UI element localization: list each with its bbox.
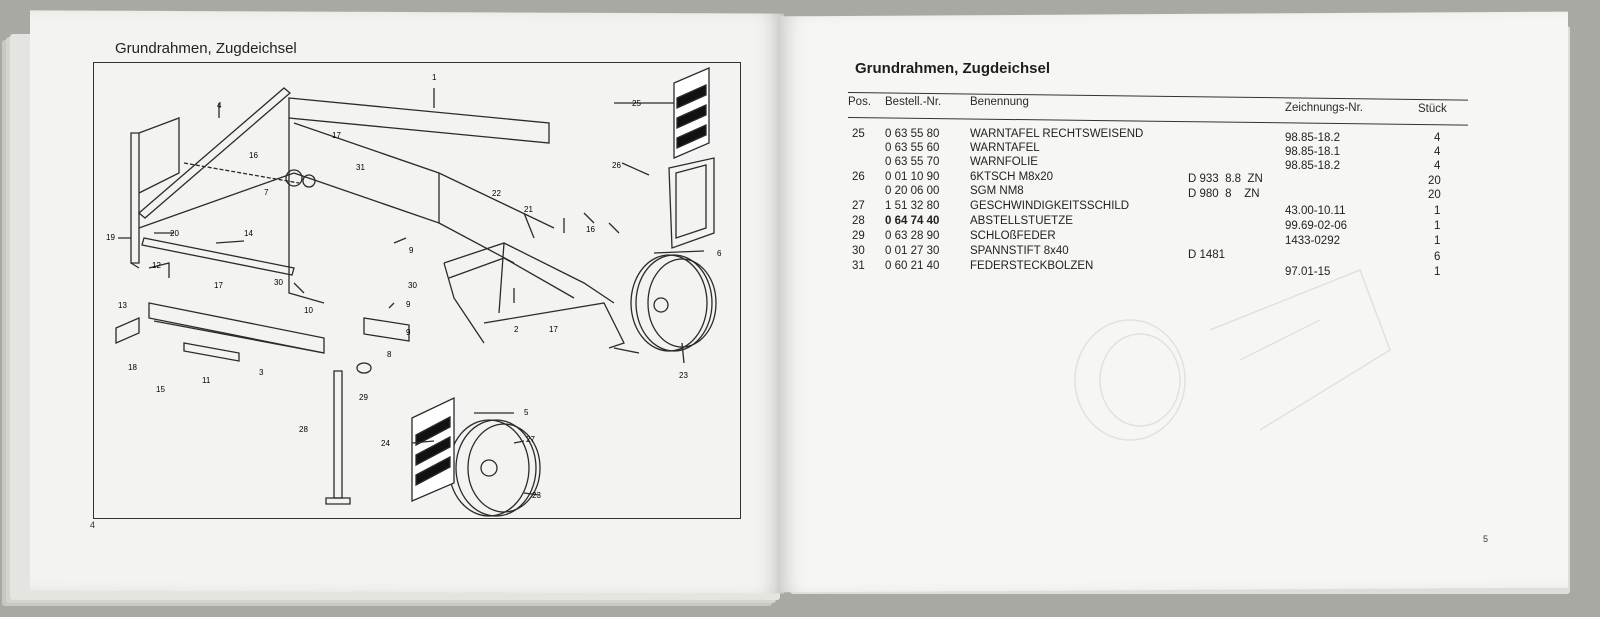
callout-10: 10 [304,306,313,315]
cell-order-no: 0 63 55 60 [885,142,940,154]
cell-qty: 4 [1434,160,1441,172]
left-page-number: 4 [90,520,96,530]
right-page-number: 5 [1483,534,1489,544]
cell-pos: 28 [852,215,865,227]
callout-18: 18 [128,363,137,372]
cell-qty: 4 [1434,146,1441,158]
callout-24: 24 [381,439,390,448]
callout-22: 22 [492,189,501,198]
callout-16: 16 [249,151,258,160]
exploded-view-drawing: 1 2 3 4 5 6 7 8 9 10 11 12 13 14 15 16 1… [93,62,741,519]
cell-drawing-no: 99.69-02-06 [1285,220,1348,232]
cell-drawing-no: 98.85-18.2 [1285,160,1340,172]
cell-name: GESCHWINDIGKEITSSCHILD [970,200,1130,212]
cell-qty: 1 [1434,205,1441,217]
callout-12: 12 [152,261,161,270]
header-drawing-no: Zeichnungs-Nr. [1285,102,1363,114]
callout-9b: 9 [406,300,411,309]
cell-qty: 4 [1434,132,1441,144]
callout-26: 26 [612,161,621,170]
cell-qty: 1 [1434,220,1441,232]
cell-pos: 31 [852,260,865,272]
callout-27: 27 [526,435,535,444]
header-name: Benennung [970,96,1029,108]
callout-23b: 23 [532,491,541,500]
cell-name: FEDERSTECKBOLZEN [970,260,1094,272]
callout-8: 8 [387,350,392,359]
callout-21: 21 [524,205,533,214]
callout-9c: 9 [406,328,411,337]
callout-17c: 17 [549,325,558,334]
cell-pos: 25 [852,128,865,140]
cell-pos: 29 [852,230,865,242]
header-pos: Pos. [848,96,872,108]
cell-order-no: 0 01 27 30 [885,245,940,257]
header-order-no: Bestell.-Nr. [885,96,942,108]
cell-qty: 1 [1434,235,1441,247]
cell-drawing-no: 98.85-18.1 [1285,146,1340,158]
cell-name: WARNFOLIE [970,156,1038,168]
cell-drawing-no: 1433-0292 [1285,235,1340,247]
cell-order-no: 0 63 28 90 [885,230,940,242]
callout-17b: 17 [214,281,223,290]
cell-qty: 1 [1434,266,1441,278]
cell-name: SCHLOßFEDER [970,230,1056,242]
cell-name: WARNTAFEL [970,142,1040,154]
callout-3: 3 [259,368,264,377]
callout-13: 13 [118,301,127,310]
cell-name: WARNTAFEL RECHTSWEISEND [970,128,1144,140]
cell-name: SPANNSTIFT 8x40 [970,245,1069,257]
callout-4: 4 [217,101,222,110]
cell-order-no: 0 60 21 40 [885,260,940,272]
cell-order-no: 0 64 74 40 [885,215,940,227]
cell-name: SGM NM8 [970,185,1024,197]
callout-30: 30 [274,278,283,287]
bleed-through-drawing [1074,269,1391,441]
right-page-title: Grundrahmen, Zugdeichsel [855,60,1051,77]
header-qty: Stück [1418,103,1447,115]
cell-drawing-no: 98.85-18.2 [1285,132,1340,144]
callout-6: 6 [717,249,722,258]
cell-order-no: 0 20 06 00 [885,185,940,197]
callout-5: 5 [524,408,529,417]
cell-qty: 20 [1428,175,1441,187]
cell-drawing-no: 97.01-15 [1285,266,1331,278]
callout-19: 19 [106,233,115,242]
cell-qty: 6 [1434,251,1441,263]
cell-drawing-no: 43.00-10.11 [1285,205,1346,217]
cell-pos: 27 [852,200,865,212]
callout-28: 28 [299,425,308,434]
callout-31: 31 [356,163,365,172]
cell-norm: D 1481 [1188,249,1226,261]
callout-2: 2 [514,325,519,334]
callout-30b: 30 [408,281,417,290]
callout-1: 1 [432,73,437,82]
cell-pos: 30 [852,245,865,257]
callout-20: 20 [170,229,179,238]
cell-order-no: 0 63 55 70 [885,156,940,168]
main-beam [288,97,550,144]
cell-norm: D 933 8.8 ZN [1188,173,1263,185]
cell-pos: 26 [852,171,865,183]
cell-name: 6KTSCH M8x20 [970,171,1054,183]
cell-name: ABSTELLSTUETZE [970,215,1073,227]
cell-order-no: 0 01 10 90 [885,171,940,183]
cell-qty: 20 [1428,189,1441,201]
cell-norm: D 980 8 ZN [1188,188,1260,200]
callout-16b: 16 [586,225,595,234]
cell-order-no: 1 51 32 80 [885,200,940,212]
left-page-title: Grundrahmen, Zugdeichsel [115,40,297,57]
callout-23: 23 [679,371,688,380]
callout-25: 25 [632,99,641,108]
callout-14: 14 [244,229,253,238]
callout-17: 17 [332,131,341,140]
callout-15: 15 [156,385,165,394]
callout-29: 29 [359,393,368,402]
callout-11: 11 [202,376,211,385]
cell-order-no: 0 63 55 80 [885,128,940,140]
callout-9: 9 [409,246,414,255]
callout-7: 7 [264,188,269,197]
